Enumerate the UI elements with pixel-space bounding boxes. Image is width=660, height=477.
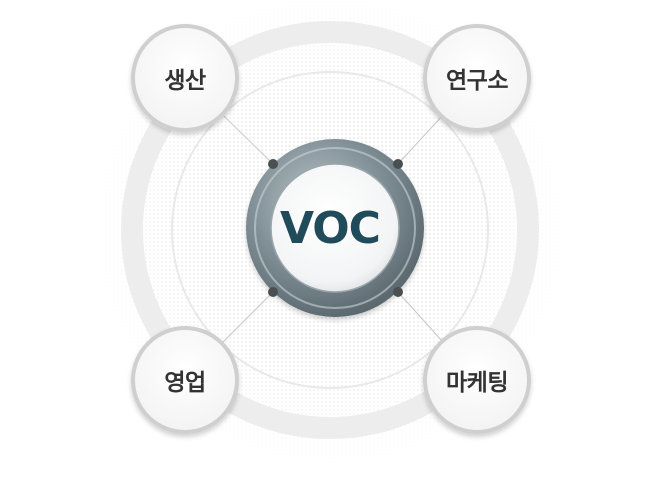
node-circle-bottom-left <box>131 326 239 434</box>
center-hub-inner <box>270 163 400 293</box>
node-circle-top-right <box>423 24 531 132</box>
connector-dot-bottom-left <box>268 287 278 297</box>
node-label-top-right: 연구소 <box>446 68 508 94</box>
center-hub-highlight <box>254 147 416 309</box>
connector-dot-bottom-right <box>393 287 403 297</box>
inner-ring <box>171 71 489 389</box>
connector-dot-top-right <box>393 159 403 169</box>
node-circle-top-left <box>131 24 239 132</box>
node-label-top-left: 생산 <box>164 68 206 94</box>
node-circle-bottom-right <box>423 326 531 434</box>
node-label-bottom-left: 영업 <box>164 370 206 396</box>
connector-dot-top-left <box>268 159 278 169</box>
node-label-bottom-right: 마케팅 <box>446 370 508 396</box>
center-label: VOC <box>280 202 381 254</box>
outer-ring <box>121 21 539 439</box>
